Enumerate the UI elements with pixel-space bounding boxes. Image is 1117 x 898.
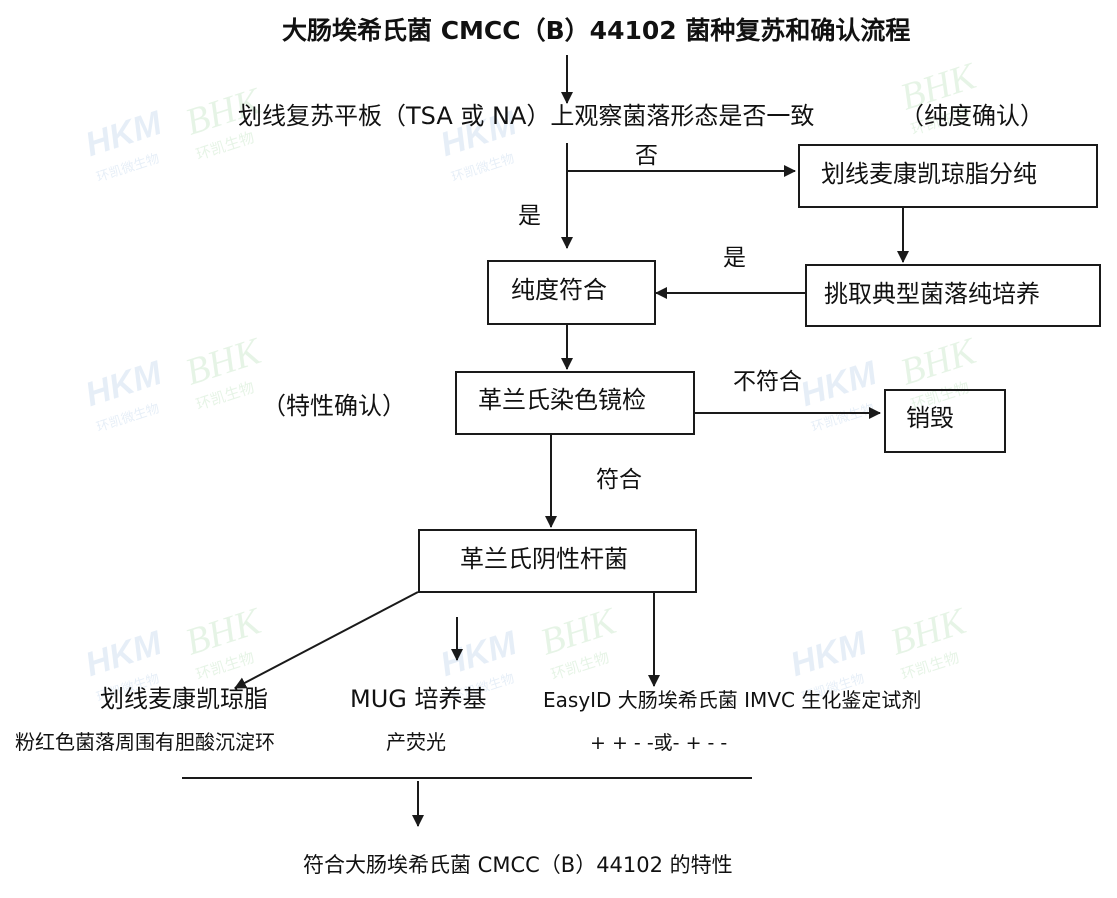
test-easyid-result: + + - -或- + - - xyxy=(590,732,728,754)
box-gram-negative-rod: 革兰氏阴性杆菌 xyxy=(418,529,697,593)
box-purity-ok: 纯度符合 xyxy=(487,260,656,325)
page-title: 大肠埃希氏菌 CMCC（B）44102 菌种复苏和确认流程 xyxy=(282,16,911,45)
box-pick-colony: 挑取典型菌落纯培养 xyxy=(805,264,1101,327)
final-conclusion: 符合大肠埃希氏菌 CMCC（B）44102 的特性 xyxy=(303,853,733,877)
test-easyid-name: EasyID 大肠埃希氏菌 IMVC 生化鉴定试剂 xyxy=(543,688,922,712)
purity-note: （纯度确认） xyxy=(900,102,1044,130)
step-streak-observe: 划线复苏平板（TSA 或 NA）上观察菌落形态是否一致 xyxy=(238,102,815,130)
test-macconkey-result: 粉红色菌落周围有胆酸沉淀环 xyxy=(15,730,275,754)
trait-note: （特性确认） xyxy=(262,392,406,420)
edge-label-no: 否 xyxy=(635,143,658,169)
box-macconkey-separate: 划线麦康凯琼脂分纯 xyxy=(798,144,1098,208)
edge-label-not-match: 不符合 xyxy=(733,369,802,395)
edge-label-yes-left: 是 xyxy=(723,245,746,271)
arrow-rod-to-macconkey-test xyxy=(234,591,419,689)
box-gram-stain: 革兰氏染色镜检 xyxy=(455,371,695,435)
edge-label-match: 符合 xyxy=(596,467,642,493)
edge-label-yes-down: 是 xyxy=(518,203,541,229)
test-mug-result: 产荧光 xyxy=(386,730,446,754)
test-macconkey-name: 划线麦康凯琼脂 xyxy=(100,685,268,713)
test-mug-name: MUG 培养基 xyxy=(350,685,487,713)
box-destroy: 销毁 xyxy=(884,389,1006,453)
